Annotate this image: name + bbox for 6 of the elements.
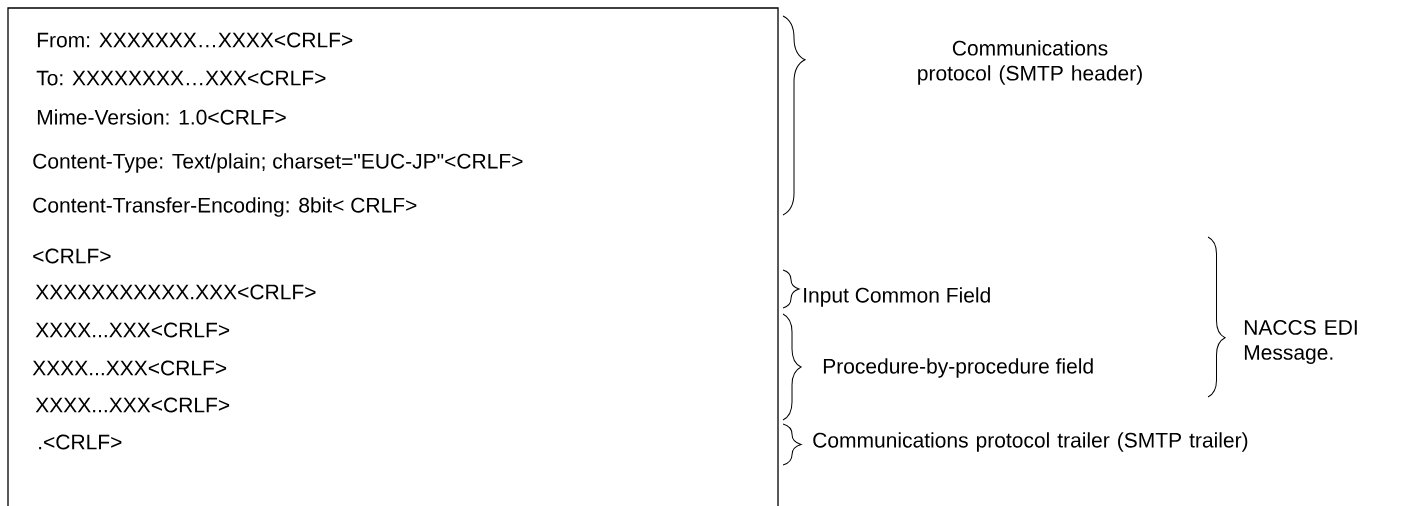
bracket-label: Communications protocol (SMTP header) [918, 40, 1142, 85]
message-box: From: XXXXXXX…XXXX<CRLF> To: XXXXXXXX…XXX<CRLF> Mime-Version: 1.0<CRLF> Content-Type: Text/plain; charset="EUC-JP"<CRLF> Content-Transfer-Encoding: 8bit< CRLF> <CRLF> XXXXXXXXXXX.XXX<CRLF> XXXX...XXX<CRLF> XXXX...XXX<CRLF> XXXX...XXX<CRLF> .<CRLF> [7, 7, 779, 506]
bracket-label: Procedure-by-procedure field [823, 358, 1093, 378]
bracket-label: NACCS EDI Message. [1244, 320, 1357, 364]
bracket-label: Communications protocol trailer (SMTP trailer) [813, 432, 1248, 452]
bracket-label: Input Common Field [804, 287, 990, 307]
